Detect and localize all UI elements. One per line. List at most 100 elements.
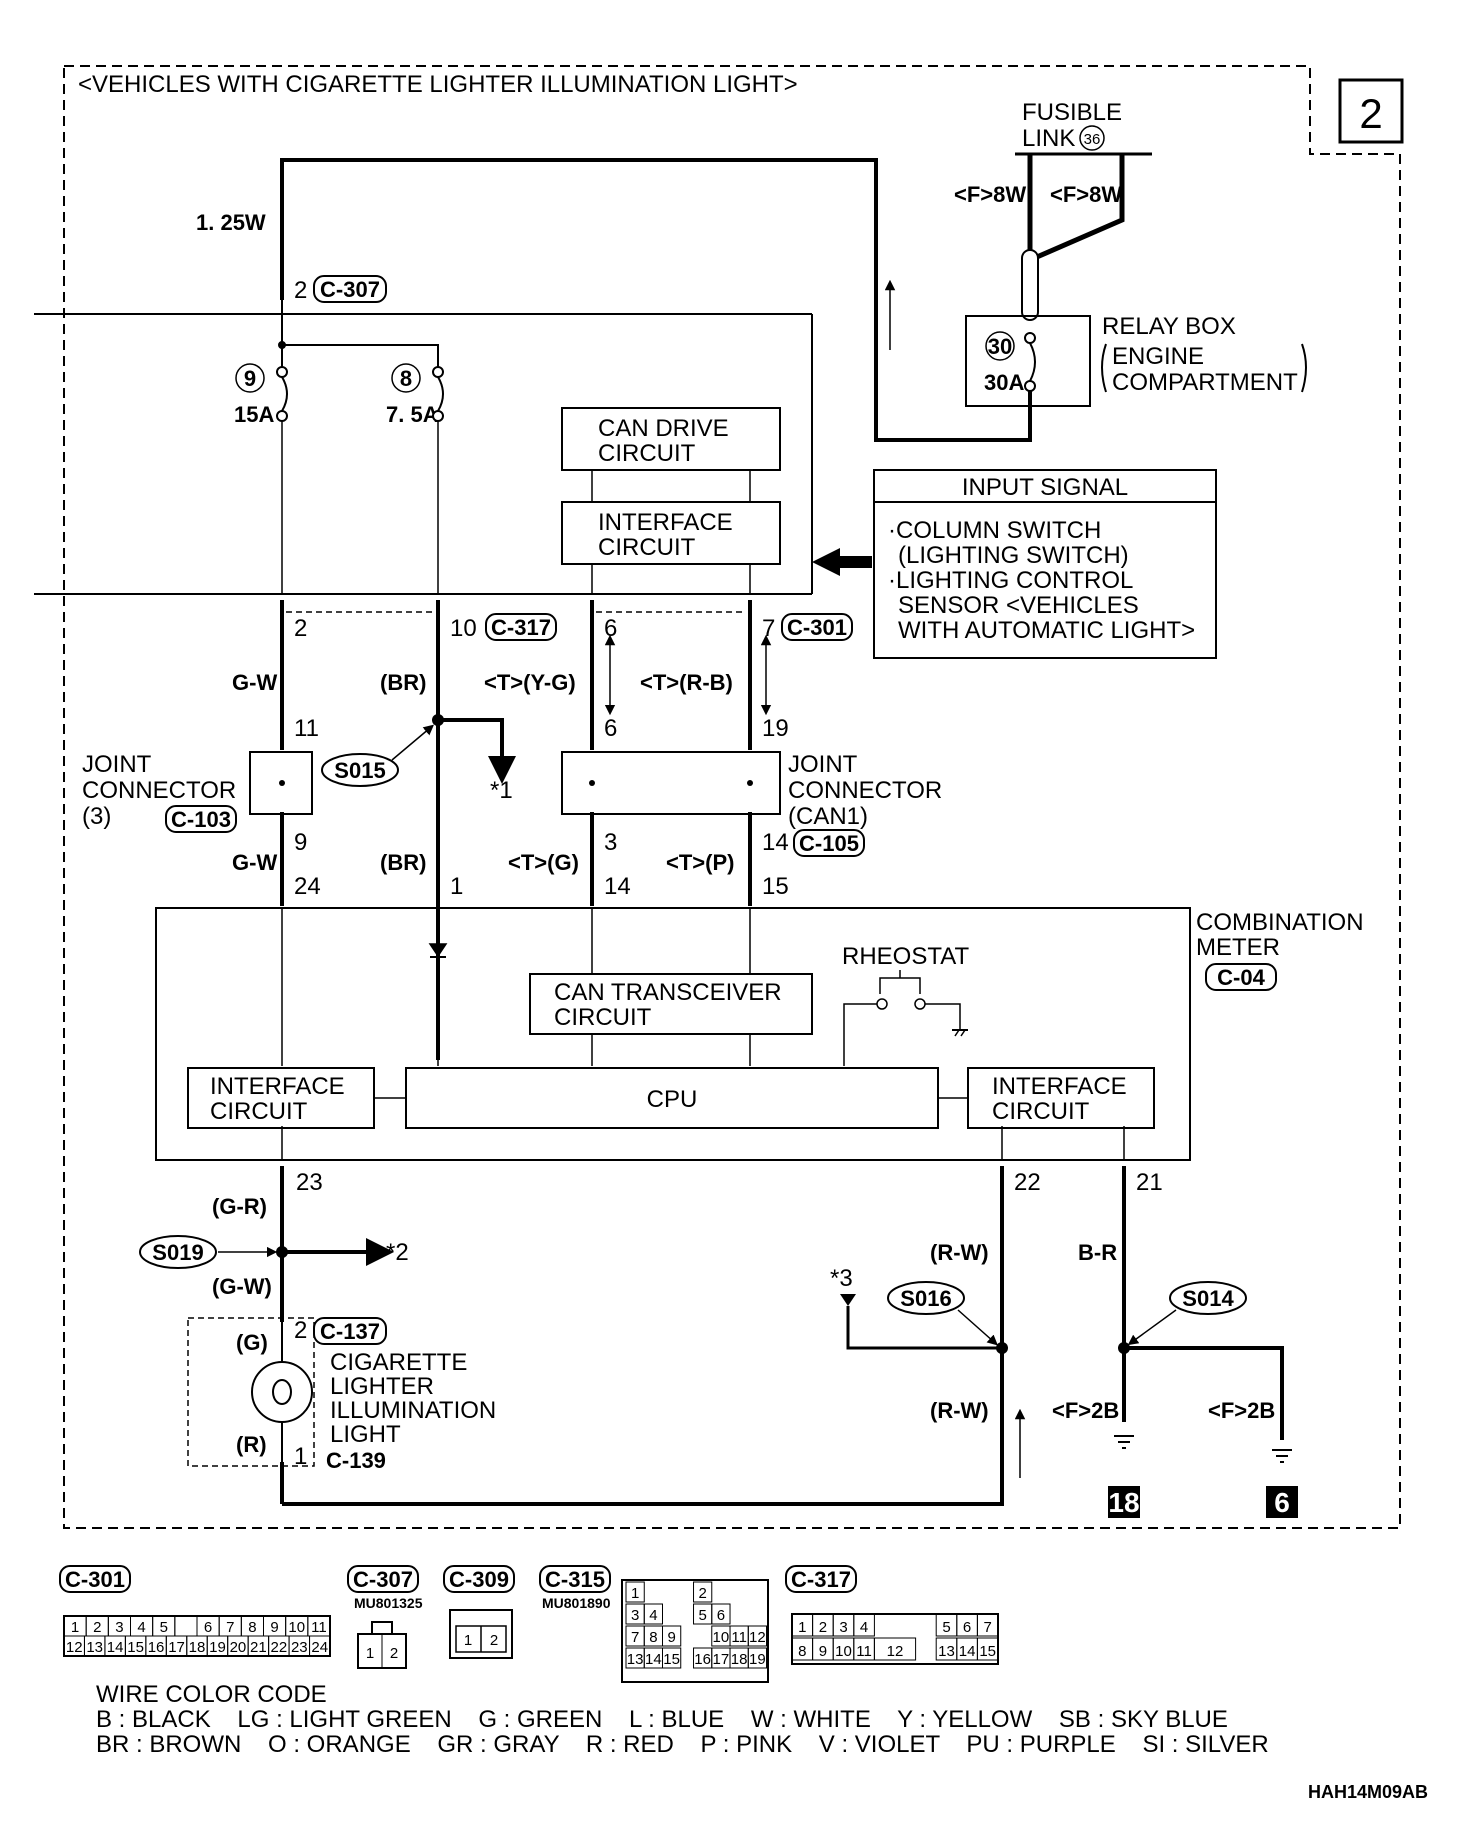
c317-pin: 10 (835, 1643, 852, 1660)
c301-pin: 23 (291, 1639, 308, 1656)
svg-text:JOINT: JOINT (788, 751, 858, 778)
svg-text:CIRCUIT: CIRCUIT (554, 1004, 652, 1031)
connector-row-2: 11 6 19 *1 S015 (294, 714, 789, 804)
svg-text:21: 21 (1136, 1169, 1163, 1196)
c317-pin: 15 (979, 1643, 996, 1660)
svg-text:1: 1 (450, 873, 463, 900)
svg-text:C-317: C-317 (491, 615, 551, 640)
svg-text:B-R: B-R (1078, 1240, 1117, 1265)
svg-text:G-W: G-W (232, 670, 277, 695)
svg-text:2: 2 (390, 1645, 398, 1662)
connector-pin-cell (976, 1613, 999, 1637)
svg-text:CAN DRIVE: CAN DRIVE (598, 415, 729, 442)
wire-color-legend: WIRE COLOR CODE B : BLACK LG : LIGHT GRE… (96, 1681, 1269, 1758)
c301-pin: 16 (148, 1639, 165, 1656)
c301-pin: 24 (311, 1639, 328, 1656)
connector-pin-cell (747, 1625, 768, 1647)
c317-pin: 11 (856, 1643, 872, 1660)
svg-text:C-103: C-103 (171, 807, 231, 832)
c315-pin: 17 (713, 1651, 730, 1668)
svg-text:19: 19 (762, 715, 789, 742)
c301-pin: 21 (250, 1639, 267, 1656)
relay-box: RELAY BOX ENGINE COMPARTMENT 30 30A (965, 313, 1307, 407)
c301-pin: 12 (66, 1639, 83, 1656)
c301-pin: 17 (168, 1639, 185, 1656)
connector-pin-cell (662, 1625, 682, 1647)
c301-pin: 9 (270, 1619, 278, 1636)
interface-circuit-top: INTERFACE CIRCUIT (561, 501, 781, 565)
svg-text:(G-R): (G-R) (212, 1194, 267, 1219)
svg-text:(CAN1): (CAN1) (788, 803, 868, 830)
svg-text:MU801325: MU801325 (354, 1595, 423, 1611)
svg-text:MU801890: MU801890 (542, 1595, 611, 1611)
svg-text:WIRE COLOR CODE: WIRE COLOR CODE (96, 1681, 327, 1708)
svg-text:ENGINE: ENGINE (1112, 343, 1204, 370)
svg-text:CIGARETTE: CIGARETTE (330, 1349, 467, 1376)
svg-text:1: 1 (294, 1443, 307, 1470)
svg-text:15: 15 (762, 873, 789, 900)
svg-text:CIRCUIT: CIRCUIT (598, 534, 696, 561)
svg-text:CIRCUIT: CIRCUIT (598, 440, 696, 467)
svg-text:2: 2 (490, 1632, 498, 1649)
svg-text:G-W: G-W (232, 850, 277, 875)
c315-pin: 5 (698, 1607, 706, 1624)
c301-pin: 15 (127, 1639, 144, 1656)
svg-text:6: 6 (604, 615, 617, 642)
fuse-9: 9 15A (234, 363, 288, 427)
c317-pin: 2 (819, 1619, 827, 1636)
c301-pin: 2 (93, 1619, 101, 1636)
svg-text:INTERFACE: INTERFACE (992, 1073, 1127, 1100)
c315-pin: 12 (749, 1629, 766, 1646)
svg-text:S019: S019 (152, 1240, 203, 1265)
feed-wire: 1. 25W 2 C-307 (196, 158, 1032, 442)
c301-pin: 5 (160, 1619, 168, 1636)
connector-pin-cell (662, 1647, 682, 1669)
c301-pin: 13 (86, 1639, 103, 1656)
svg-text:RELAY BOX: RELAY BOX (1102, 313, 1236, 340)
svg-text:LIGHT: LIGHT (330, 1421, 401, 1448)
svg-text:INTERFACE: INTERFACE (598, 509, 733, 536)
c317-pin: 12 (887, 1643, 904, 1660)
c317-pin: 1 (798, 1619, 806, 1636)
svg-text:(3): (3) (82, 803, 111, 830)
svg-text:JOINT: JOINT (82, 751, 152, 778)
svg-text:<T>(Y-G): <T>(Y-G) (484, 670, 576, 695)
svg-text:C-105: C-105 (799, 831, 859, 856)
interface-circuit-left: INTERFACE CIRCUIT (187, 1067, 375, 1129)
joint-connector-can1: JOINT CONNECTOR (CAN1) C-105 (561, 751, 942, 857)
svg-text:BR : BROWN O : ORANGE GR: BR : BROWN O : ORANGE GR : GRAY R : RED … (96, 1731, 1269, 1758)
svg-text:WITH AUTOMATIC LIGHT>: WITH AUTOMATIC LIGHT> (898, 617, 1195, 644)
svg-text:*3: *3 (830, 1265, 853, 1292)
svg-text:(LIGHTING SWITCH): (LIGHTING SWITCH) (898, 542, 1129, 569)
c315-pin: 2 (698, 1585, 706, 1602)
ref-3-arrow (840, 1294, 856, 1306)
svg-text:2: 2 (294, 1317, 307, 1344)
c317-pin: 3 (839, 1619, 847, 1636)
svg-text:<T>(P): <T>(P) (666, 850, 734, 875)
svg-text:CONNECTOR: CONNECTOR (788, 777, 942, 804)
c315-pin: 13 (627, 1651, 644, 1668)
splice-s016: S016 (887, 1281, 998, 1346)
connector-row-4: 24 1 14 15 (294, 873, 789, 900)
svg-text:<T>(G): <T>(G) (508, 850, 579, 875)
c317-pin: 6 (963, 1619, 971, 1636)
svg-text:30: 30 (988, 334, 1012, 359)
svg-text:*2: *2 (386, 1239, 409, 1266)
svg-text:C-315: C-315 (545, 1567, 605, 1592)
connector-pin-cell (174, 1615, 198, 1637)
c315-pin: 15 (663, 1651, 680, 1668)
c301-pin: 3 (115, 1619, 123, 1636)
svg-text:14: 14 (762, 829, 789, 856)
svg-text:C-137: C-137 (320, 1319, 380, 1344)
c315-pin: 18 (731, 1651, 748, 1668)
svg-text:INPUT SIGNAL: INPUT SIGNAL (962, 474, 1128, 501)
cigarette-lighter-lamp: 2 C-137 1 C-139 CIGARETTE LIGHTER ILLUMI… (251, 1317, 496, 1473)
variant-title: <VEHICLES WITH CIGARETTE LIGHTER ILLUMIN… (78, 71, 798, 98)
svg-text:S016: S016 (900, 1286, 951, 1311)
c315-pin: 3 (631, 1607, 639, 1624)
c315-pin: 11 (731, 1629, 747, 1646)
svg-text:C-139: C-139 (326, 1448, 386, 1473)
c301-pin: 7 (226, 1619, 234, 1636)
